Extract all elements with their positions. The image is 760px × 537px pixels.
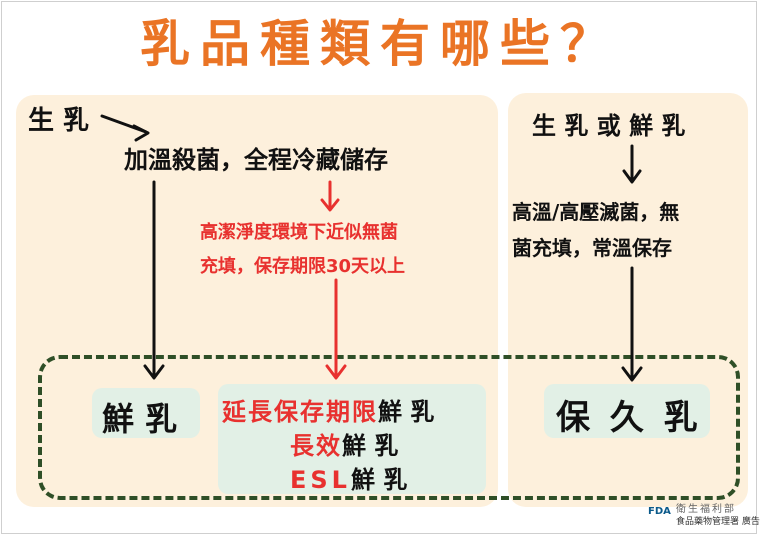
agency-name: 食品藥物管理署 廣告 [676, 517, 760, 527]
extended-line2: 長效鮮 乳 [290, 426, 398, 461]
uht-process-line1: 高溫/高壓滅菌，無 [512, 200, 680, 224]
extended-line3-black: 鮮 乳 [350, 466, 408, 494]
milk-types-dashed-box [38, 355, 740, 500]
fresh-milk-tag [92, 388, 200, 438]
source-arrow-head [622, 169, 642, 184]
extended-shelf-life-tag [218, 384, 486, 494]
fresh-milk-label: 鮮 乳 [102, 400, 178, 438]
ministry-name: 衛生福利部 [676, 504, 736, 515]
raw-milk-label: 生 乳 [28, 106, 90, 136]
aseptic-note-line2: 充填，保存期限30天以上 [200, 256, 406, 277]
raw-milk-arrow-head [132, 124, 150, 142]
fda-logo: FDA 衛生福利部 食品藥物管理署 廣告 [648, 500, 760, 534]
extended-line1-red: 延長保存期限 [222, 398, 378, 426]
extended-line3-red: ESL [290, 466, 351, 494]
long-life-arrow-head [621, 366, 643, 382]
extended-line2-red: 長效 [290, 432, 342, 460]
extended-line1: 延長保存期限鮮 乳 [222, 392, 434, 427]
note-arrow-head [320, 198, 340, 212]
extended-arrow-head [325, 364, 347, 380]
aseptic-note-line1: 高潔淨度環境下近似無菌 [200, 222, 398, 243]
extended-line1-black: 鮮 乳 [378, 398, 435, 426]
raw-or-fresh-milk-label: 生 乳 或 鮮 乳 [532, 112, 686, 140]
extended-line3: ESL鮮 乳 [290, 460, 407, 495]
uht-process-line2: 菌充填，常溫保存 [512, 236, 672, 260]
heat-sterilization-label: 加溫殺菌，全程冷藏儲存 [124, 146, 388, 174]
fda-logo-mark: FDA [648, 506, 671, 517]
long-life-milk-label: 保 久 乳 [556, 398, 702, 438]
extended-line2-black: 鮮 乳 [342, 432, 399, 460]
long-life-milk-tag [544, 384, 710, 438]
shelf-stable-milk-panel [508, 93, 748, 507]
fresh-milk-arrow-head [143, 364, 165, 380]
page-title: 乳品種類有哪些？ [140, 15, 620, 73]
